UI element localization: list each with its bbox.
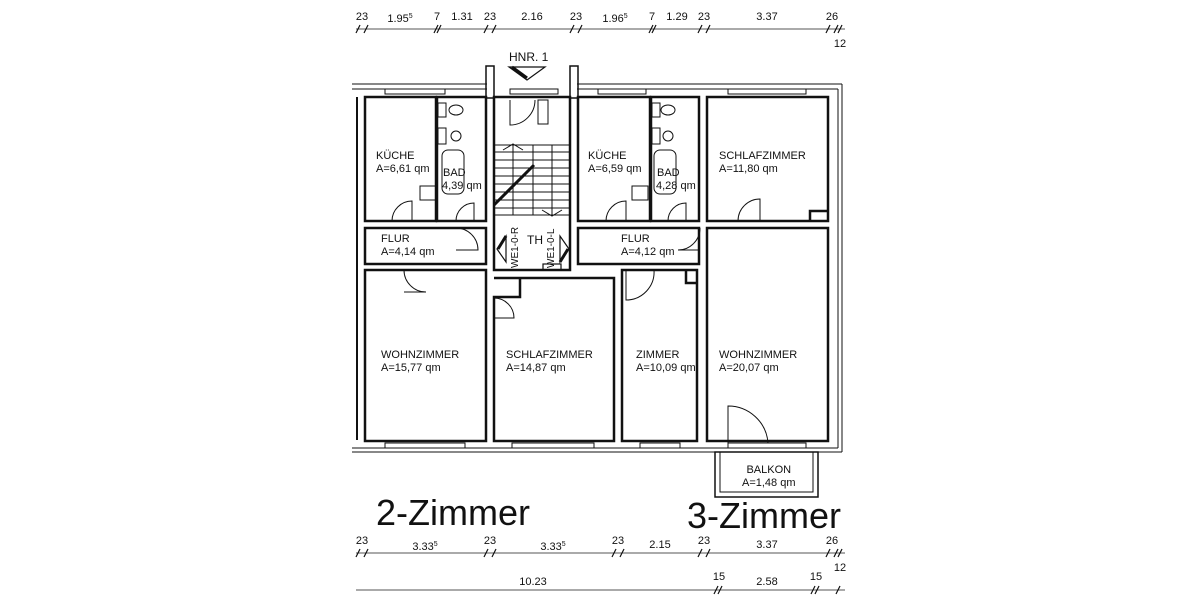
room-area: 4,39 qm [442, 180, 482, 192]
apartment-title-2-zimmer: 2-Zimmer [376, 492, 530, 533]
dim-top-10: 23 [697, 11, 711, 23]
room-name: BALKON [746, 464, 792, 476]
room-bad-right: BAD 4,28 qm [656, 167, 696, 193]
dim-top-7: 1.965 [602, 13, 628, 25]
unit-entry-arrows [496, 234, 570, 271]
entrance-label: HNR. 1 [509, 50, 549, 64]
dim-bottom1-extra: 12 [833, 562, 847, 574]
staircase [492, 143, 570, 217]
room-area: 4,28 qm [656, 180, 696, 192]
room-area: A=1,48 qm [742, 477, 796, 489]
room-kueche-right: KÜCHE A=6,59 qm [588, 150, 642, 176]
room-zimmer: ZIMMER A=10,09 qm [636, 349, 696, 375]
dim-top-6: 23 [569, 11, 583, 23]
dim-bottom1-5: 2.15 [649, 539, 671, 551]
room-schlafzimmer-middle: SCHLAFZIMMER A=14,87 qm [506, 349, 593, 375]
sanitary-fixtures [419, 102, 677, 201]
room-area: A=6,59 qm [588, 163, 642, 175]
dim-bottom1-6: 23 [697, 535, 711, 547]
room-flur-right: FLUR A=4,12 qm [621, 233, 675, 259]
dim-bottom2-2: 2.58 [756, 576, 778, 588]
dim-bottom1-0: 23 [355, 535, 369, 547]
dimension-lines-bottom [355, 548, 845, 595]
room-name: SCHLAFZIMMER [506, 349, 593, 361]
room-name: WOHNZIMMER [381, 349, 460, 361]
unit-label-we1-0-r: WE1-0-R [510, 226, 521, 268]
room-name: WOHNZIMMER [719, 349, 798, 361]
dim-top-2: 7 [433, 11, 441, 23]
room-wohnzimmer-right: WOHNZIMMER A=20,07 qm [719, 349, 797, 375]
door-swings [391, 99, 769, 444]
dim-bottom2-3: 15 [809, 571, 823, 583]
dim-top-11: 3.37 [756, 11, 778, 23]
room-area: A=4,12 qm [621, 246, 675, 258]
room-wohnzimmer-left: WOHNZIMMER A=15,77 qm [381, 349, 459, 375]
dim-bottom1-2: 23 [483, 535, 497, 547]
dim-bottom1-7: 3.37 [756, 539, 778, 551]
room-name: SCHLAFZIMMER [719, 150, 806, 162]
dimension-line-top [355, 24, 845, 34]
dim-top-8: 7 [648, 11, 656, 23]
dim-top-3: 1.31 [451, 11, 473, 23]
dim-bottom1-1: 3.335 [412, 541, 438, 553]
room-name: ZIMMER [636, 349, 680, 361]
dim-top-0: 23 [355, 11, 369, 23]
dim-top-9: 1.29 [666, 11, 688, 23]
entrance-arrow-icon [507, 65, 547, 81]
room-area: A=20,07 qm [719, 362, 779, 374]
apartment-title-3-zimmer: 3-Zimmer [687, 495, 841, 536]
room-name: BAD [443, 167, 466, 179]
room-schlafzimmer-right: SCHLAFZIMMER A=11,80 qm [719, 150, 806, 176]
room-name: KÜCHE [588, 150, 627, 162]
stair-label: TH [527, 233, 543, 247]
dim-top-1: 1.955 [387, 13, 413, 25]
dim-bottom2-0: 10.23 [519, 576, 547, 588]
dim-bottom1-3: 3.335 [540, 541, 566, 553]
dim-top-extra: 12 [833, 38, 847, 50]
room-area: A=15,77 qm [381, 362, 441, 374]
room-name: FLUR [381, 233, 410, 245]
room-balkon: BALKON A=1,48 qm [742, 464, 796, 490]
unit-label-we1-0-l: WE1-0-L [546, 228, 557, 268]
room-bad-left: BAD 4,39 qm [442, 167, 482, 193]
room-area: A=11,80 qm [719, 163, 778, 175]
room-flur-left: FLUR A=4,14 qm [381, 233, 435, 259]
room-area: A=14,87 qm [506, 362, 566, 374]
dim-top-5: 2.16 [521, 11, 543, 23]
dim-bottom1-4: 23 [611, 535, 625, 547]
dim-bottom2-1: 15 [712, 571, 726, 583]
dim-bottom1-8: 26 [825, 535, 839, 547]
room-name: BAD [657, 167, 680, 179]
room-area: A=6,61 qm [376, 163, 430, 175]
dim-top-12: 26 [825, 11, 839, 23]
dim-top-4: 23 [483, 11, 497, 23]
room-name: KÜCHE [376, 150, 415, 162]
room-area: A=10,09 qm [636, 362, 696, 374]
room-area: A=4,14 qm [381, 246, 435, 258]
room-kueche-left: KÜCHE A=6,61 qm [376, 150, 430, 176]
outer-walls [352, 65, 843, 453]
windows [384, 88, 807, 449]
room-name: FLUR [621, 233, 650, 245]
